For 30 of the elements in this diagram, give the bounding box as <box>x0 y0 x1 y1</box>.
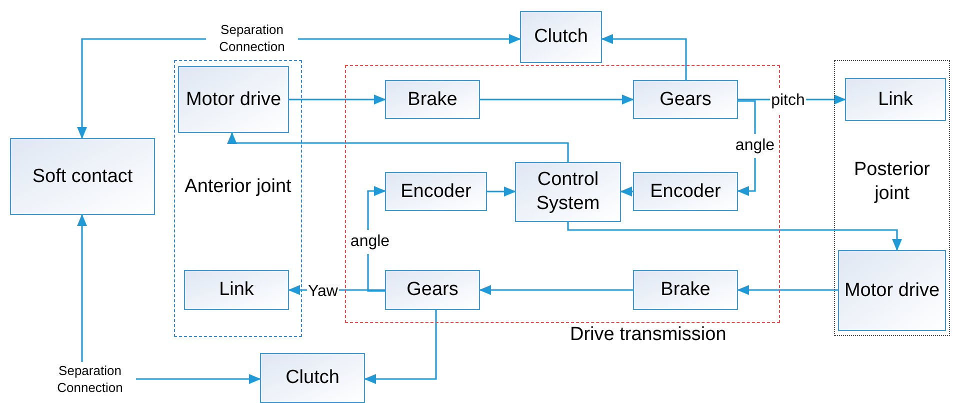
process-box: Link <box>184 270 289 310</box>
arrow <box>289 94 386 104</box>
process-box: Gears <box>385 270 480 310</box>
process-box: Clutch <box>520 11 602 63</box>
edge-label: angle <box>734 134 776 158</box>
arrow <box>227 132 569 162</box>
process-box: Motor drive <box>178 66 289 133</box>
process-box: Encoder <box>385 172 487 211</box>
arrow <box>620 186 633 196</box>
arrow <box>487 186 516 196</box>
arrow <box>737 285 838 295</box>
group-title: Anterior joint <box>184 175 292 199</box>
arrow <box>480 94 634 104</box>
process-box: Link <box>845 78 946 121</box>
process-box: Clutch <box>260 353 365 403</box>
arrow <box>601 34 687 80</box>
arrow <box>479 285 633 295</box>
arrow <box>567 222 902 251</box>
process-box: Control System <box>515 162 621 222</box>
process-box: Gears <box>633 80 738 119</box>
group-title: Drive transmission <box>570 323 726 347</box>
process-box: Brake <box>633 270 738 310</box>
process-box: Motor drive <box>838 250 946 331</box>
arrow <box>364 310 437 384</box>
process-box: Brake <box>385 80 480 119</box>
process-box: Encoder <box>633 172 738 211</box>
group-title: Posterior joint <box>852 158 932 206</box>
edge-label: pitch <box>770 89 806 113</box>
edge-label: angle <box>349 230 391 254</box>
process-box: Soft contact <box>10 138 155 215</box>
